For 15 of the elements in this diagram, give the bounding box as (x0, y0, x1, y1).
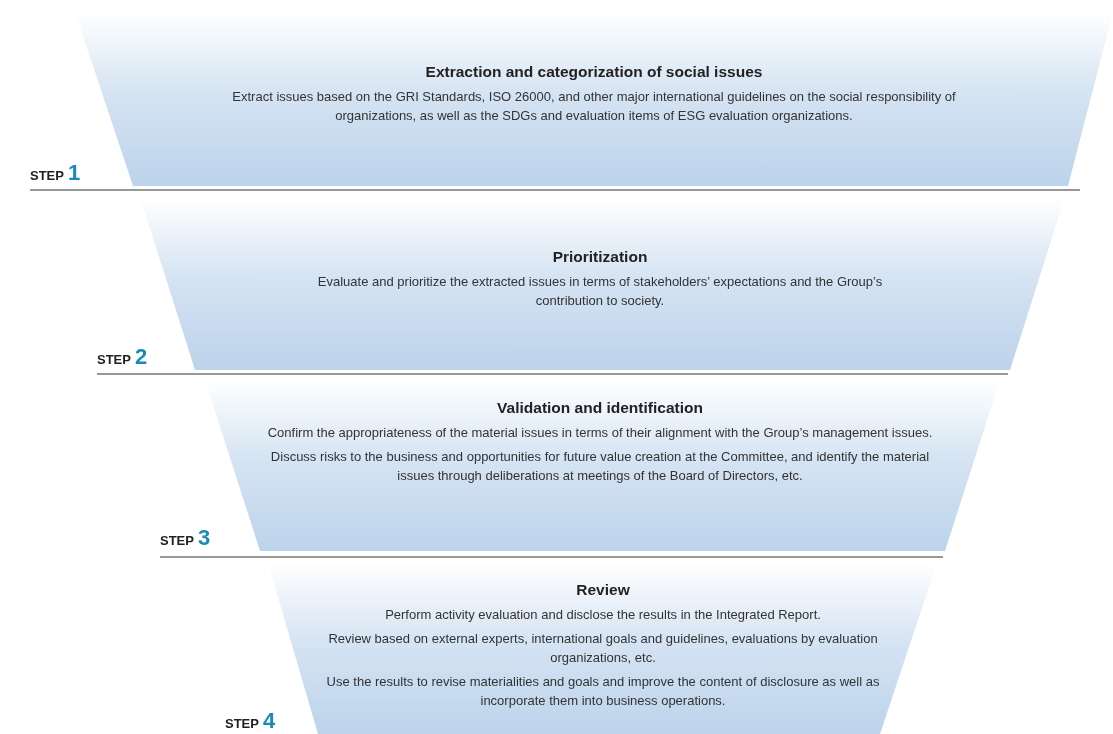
step-heading: Extraction and categorization of social issues (424, 62, 764, 81)
step-description: Extract issues based on the GRI Standards, ISO 26000, and other major international guidelines on the social responsibility of organizations, as well as the SDGs and evaluation items of ESG evaluation organizations. (231, 88, 957, 125)
step-description: Perform activity evaluation and disclose the results in the Integrated Report. (384, 606, 822, 624)
step-description: Review based on external experts, international goals and guidelines, evaluations by evaluation organizations, etc. (327, 630, 879, 667)
step-description: Discuss risks to the business and opportunities for future value creation at the Committee, and identify the material issues through deliberations at meetings of the Board of Directors, etc. (269, 448, 931, 485)
step-label: STEP 3 (160, 527, 211, 552)
step-description: Use the results to revise materialities and goals and improve the content of disclosure as well as incorporate them into business operations. (325, 673, 881, 710)
step-label: STEP 1 (30, 162, 81, 187)
step-heading: Prioritization (551, 247, 649, 266)
step-description: Evaluate and prioritize the extracted issues in terms of stakeholders’ expectations and the Group’s contribution to society. (316, 273, 884, 310)
step-description: Confirm the appropriateness of the material issues in terms of their alignment with the Group’s management issues. (266, 424, 934, 442)
step-label: STEP 2 (97, 346, 148, 371)
step-heading: Validation and identification (496, 398, 704, 417)
step-heading: Review (575, 580, 631, 599)
step-label: STEP 4 (225, 710, 276, 734)
